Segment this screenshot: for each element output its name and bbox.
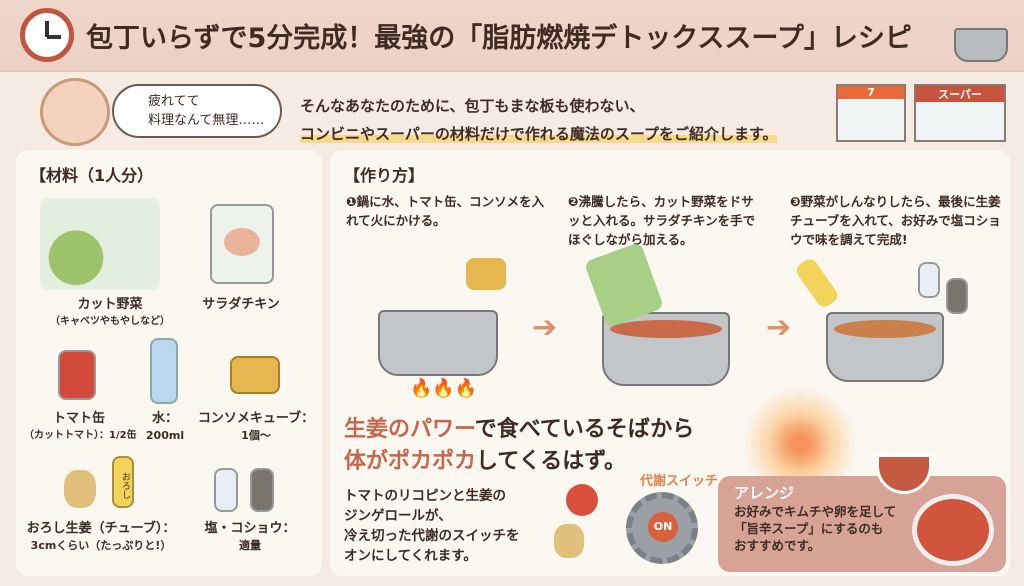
stopwatch-icon (20, 8, 74, 62)
step-3: ❸野菜がしんなりしたら、最後に生姜チューブを入れて、お好みで塩コショウで味を調え… (790, 194, 1001, 247)
arrow-right-icon: ➔ (766, 310, 792, 345)
store-sign: 7 (838, 86, 904, 99)
cut-vegetables-illustration (40, 198, 160, 290)
supermarket-illustration: スーパー (914, 84, 1006, 142)
ingredients-heading: 【材料（1人分） (30, 166, 154, 185)
ginger-tube-illustration: おろし (112, 456, 134, 508)
intro-text: そんなあなたのために、包丁もまな板も使わない、コンビニやスーパーの材料だけで作れ… (300, 92, 778, 148)
arrange-title: アレンジ (734, 484, 795, 502)
arrange-line: お好みでキムチや卵を足して (734, 504, 897, 519)
arrange-line: おすすめです。 (734, 538, 821, 553)
method-heading: 【作り方】 (344, 166, 425, 185)
warm-body-illustration (740, 390, 860, 480)
ingredient-label: カット野菜（キャベツやもやしなど） (50, 297, 170, 327)
page-title: 包丁いらずで5分完成！最強の「脂肪燃焼デトックススープ」レシピ (86, 23, 912, 54)
ingredient-label: サラダチキン (202, 297, 280, 312)
arrow-right-icon: ➔ (532, 310, 558, 345)
spicy-soup-illustration (912, 494, 994, 566)
tomato-illustration (566, 484, 598, 516)
benefit-description: トマトのリコピンと生姜のジンゲロールが、冷え切った代謝のスイッチをオンにしてくれ… (344, 488, 520, 564)
consomme-cube-illustration (466, 258, 506, 290)
pot-step3-illustration (826, 312, 944, 382)
ginger-illustration (64, 470, 96, 508)
flame-icon: 🔥🔥🔥 (410, 378, 478, 399)
arrange-line: 「旨辛スープ」にするのも (734, 521, 884, 536)
salad-chicken-illustration (210, 204, 274, 284)
bubble-line: 疲れてて (148, 94, 200, 109)
ingredient-label: 水：200ml (145, 411, 185, 442)
ingredient-label: コンソメキューブ：1個〜 (197, 411, 315, 442)
pot-step2-illustration (602, 312, 730, 386)
salt-shaker-illustration (214, 468, 238, 512)
store-sign: スーパー (916, 86, 1004, 102)
pepper-shaker-illustration (946, 278, 968, 314)
arrange-box: アレンジ お好みでキムチや卵を足して 「旨辛スープ」にするのも おすすめです。 (718, 476, 1006, 572)
convenience-store-illustration: 7 (836, 84, 906, 142)
ingredient-label: おろし生姜（チューブ）：3cmくらい（たっぷりと!） (26, 521, 176, 552)
pot-icon (954, 28, 1008, 62)
pot-step1-illustration (378, 310, 498, 376)
header-banner (0, 0, 1024, 72)
bubble-line: 料理なんて無理…… (148, 113, 265, 128)
water-bottle-illustration (150, 338, 178, 404)
woman-illustration (40, 78, 110, 146)
salt-shaker-illustration (918, 262, 940, 298)
ingredient-label: トマト缶（カットトマト）：1/2缶 (24, 411, 137, 441)
intro-line-highlight: コンビニやスーパーの材料だけで作れる魔法のスープをご紹介します。 (300, 125, 778, 143)
tomato-can-illustration (58, 350, 96, 400)
consomme-cube-illustration (230, 356, 280, 394)
pepper-shaker-illustration (250, 468, 274, 512)
on-switch-badge: ON (648, 512, 678, 542)
step-2: ❷沸騰したら、カット野菜をドサッと入れる。サラダチキンを手でほぐしながら加える。 (568, 194, 756, 247)
ingredient-label: 塩・コショウ：適量 (204, 521, 296, 552)
ginger-illustration (554, 524, 584, 558)
speech-bubble: 疲れてて料理なんて無理…… (112, 84, 282, 138)
step-1: ❶鍋に水、トマト缶、コンソメを入れて火にかける。 (346, 194, 545, 228)
benefit-headline: 生姜のパワーで食べているそばから体がポカポカしてくるはず。 (344, 417, 695, 474)
intro-line: そんなあなたのために、包丁もまな板も使わない、 (300, 97, 645, 115)
switch-label: 代謝スイッチ (640, 474, 719, 489)
